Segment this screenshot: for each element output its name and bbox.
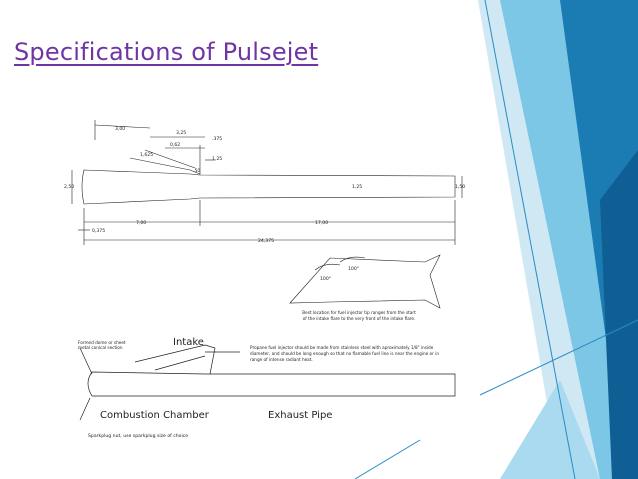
dim-7-00: 7,00 (136, 220, 146, 226)
dim-3-00: 3,00 (115, 126, 125, 132)
dim-0-375-top: .375 (212, 136, 222, 142)
decor-line-3 (354, 439, 421, 479)
intake-label: Intake (173, 337, 204, 348)
decor-line-2 (479, 319, 638, 396)
angle-1: 100° (320, 276, 331, 282)
dim-1-50: 1,50 (455, 184, 465, 190)
propane-note: Propane fuel injector should be made fro… (250, 345, 439, 362)
dim-0-375-bot: 0,375 (92, 228, 105, 234)
exhaust-pipe-label: Exhaust Pipe (268, 410, 332, 421)
sparkplug-note: Sparkplug nut, use sparkplug size of cho… (88, 433, 188, 439)
dim-3-25: 3,25 (176, 130, 186, 136)
combustion-chamber-label: Combustion Chamber (100, 410, 210, 421)
formed-dome-note: Formed dome or sheet metal conical secti… (78, 340, 126, 351)
intake-tube-bottom (134, 344, 216, 375)
fuel-location-note: Best location for fuel injector tip rang… (302, 310, 416, 321)
decor-panel-deep (600, 150, 638, 479)
decor-line-1 (484, 0, 576, 479)
decor-panel-bottom (500, 380, 600, 479)
engine-profile-top (81, 169, 456, 205)
dim-1-625: 1,625 (140, 152, 153, 158)
dim-24-375: 24,375 (258, 238, 274, 244)
dim-0-50: .50 (193, 168, 200, 174)
intake-tube-top (129, 149, 201, 175)
intake-flare-detail (289, 254, 441, 309)
dim-0-62: 0,62 (170, 142, 180, 148)
engine-profile-bottom (87, 371, 456, 397)
dim-2-50: 2,50 (64, 184, 74, 190)
dim-1-25-top: 1,25 (212, 156, 222, 162)
slide-title: Specifications of Pulsejet (14, 38, 319, 66)
dim-17-00: 17,00 (315, 220, 328, 226)
dim-1-25-mid: 1,25 (352, 184, 362, 190)
angle-2: 100° (348, 266, 359, 272)
